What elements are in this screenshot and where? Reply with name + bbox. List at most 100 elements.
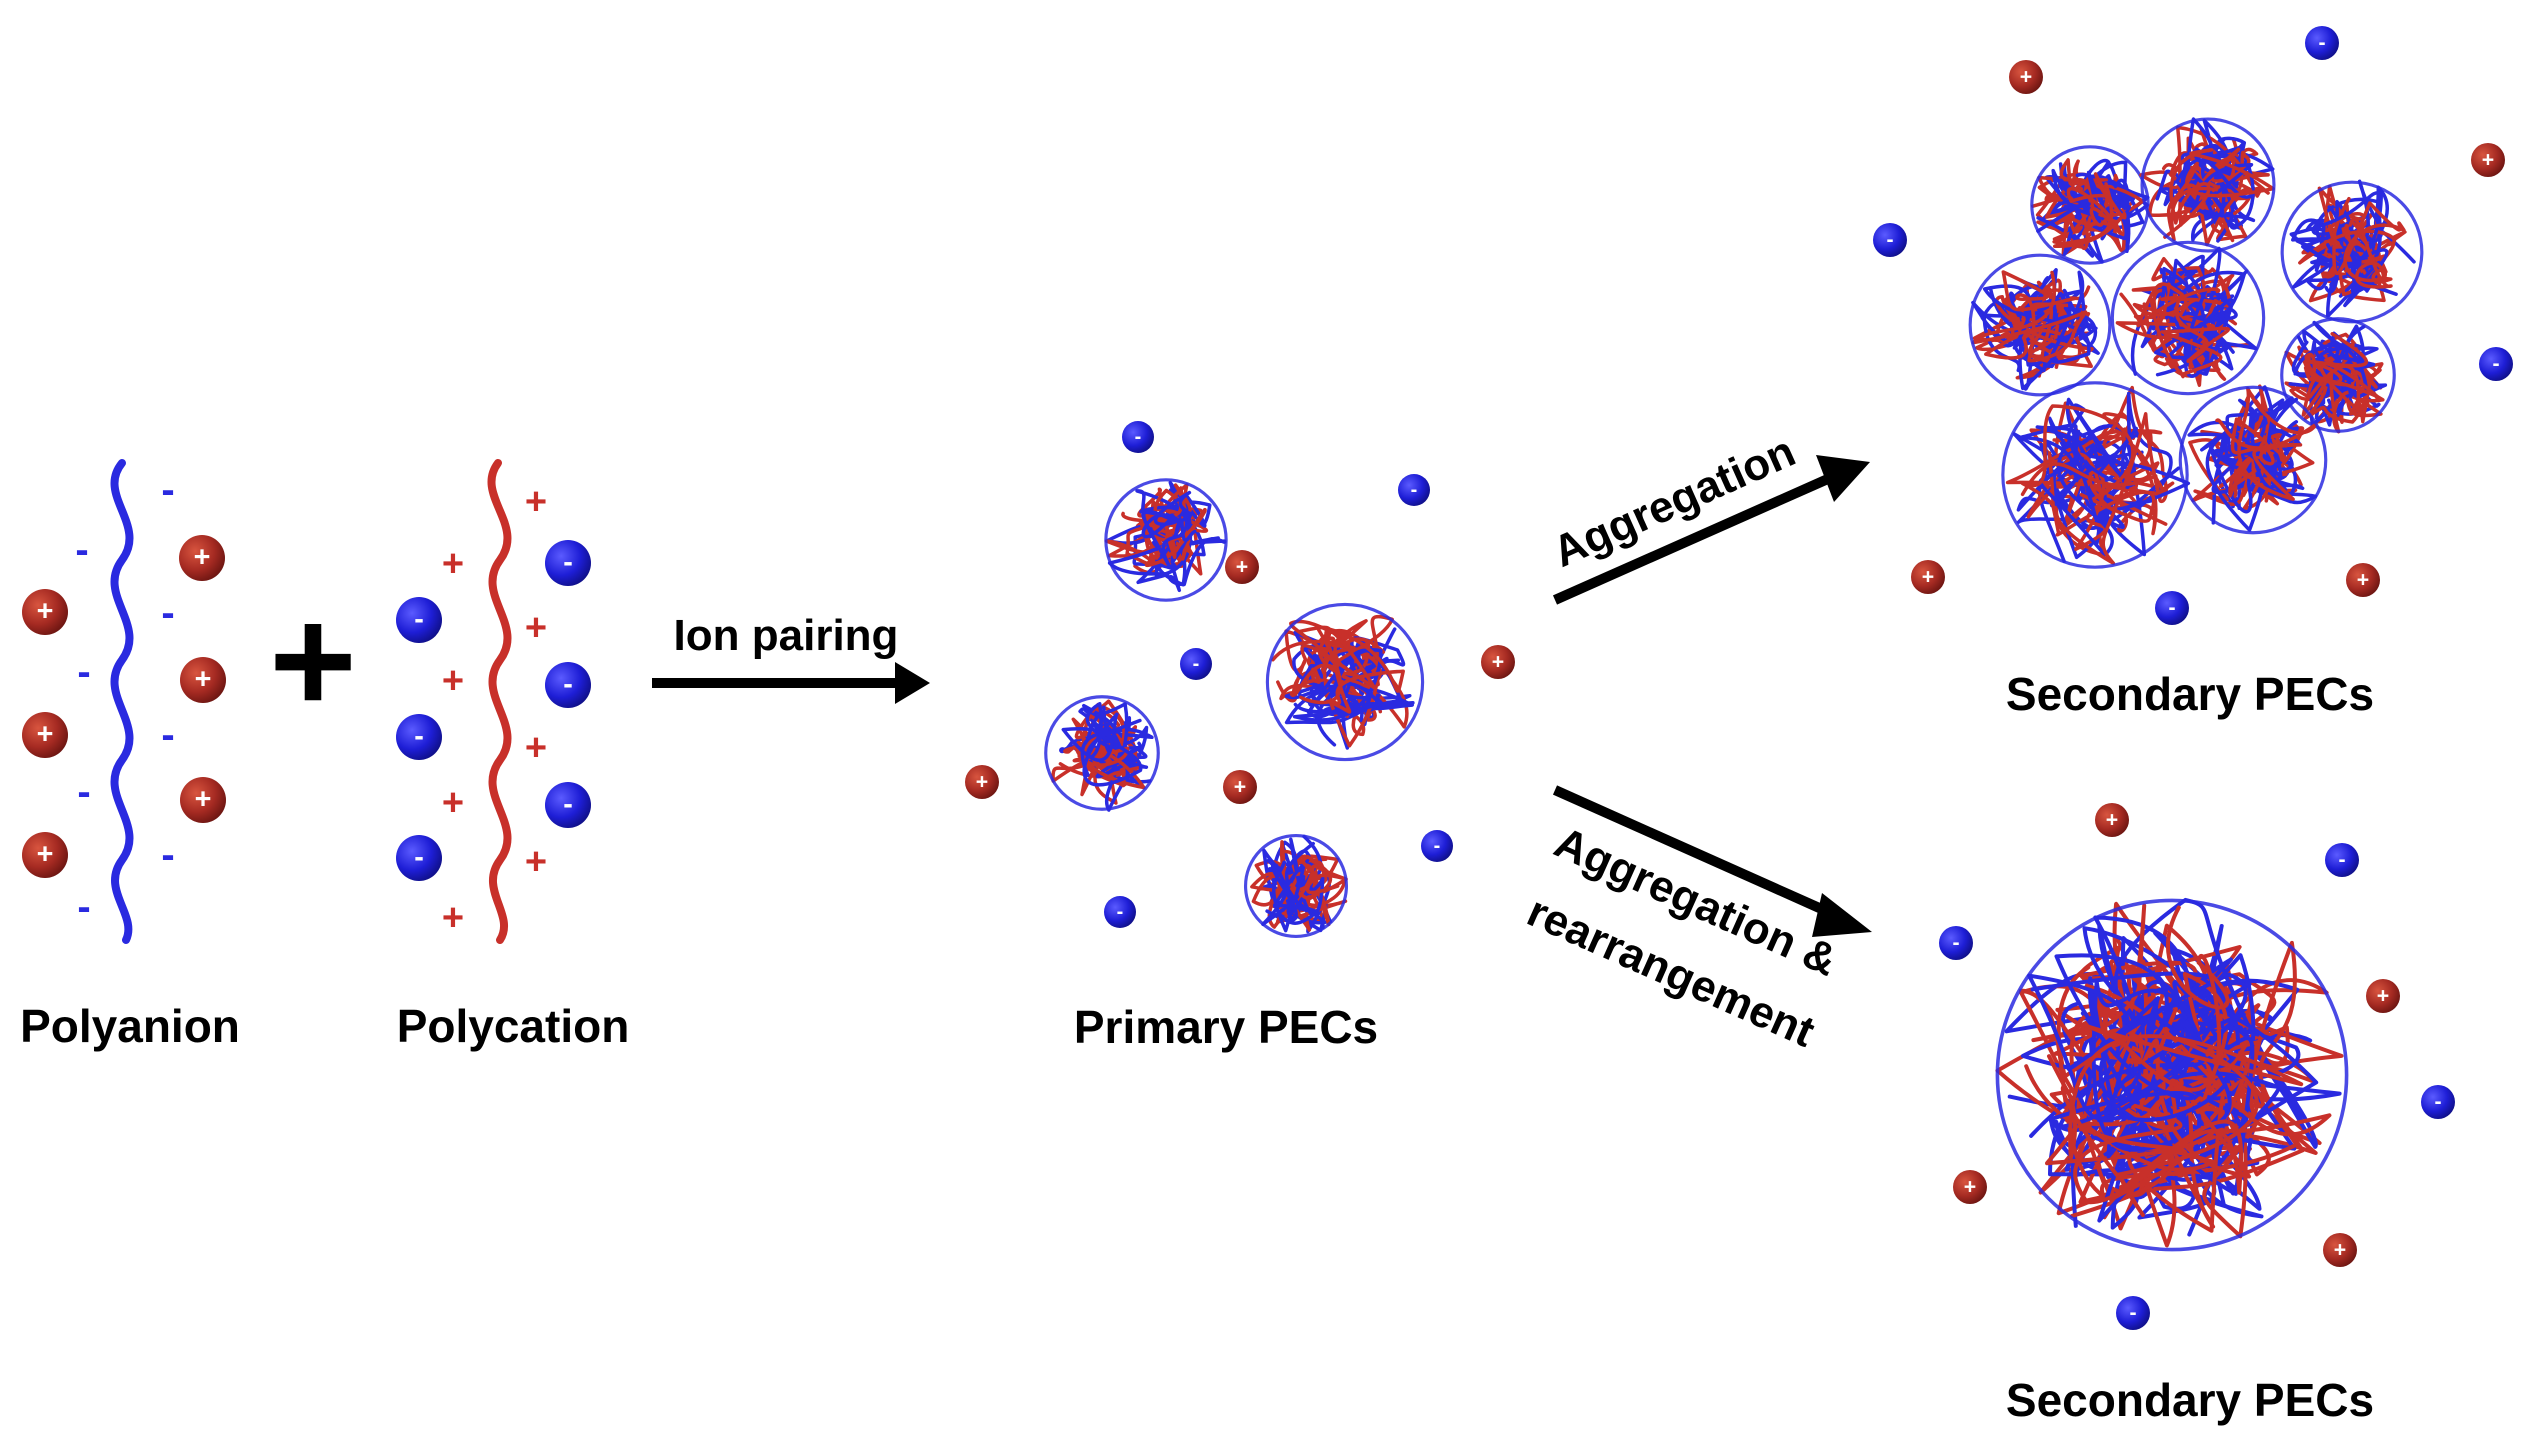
secondary-pecs-aggregate [1968, 117, 2424, 569]
primary-pecs-cluster [1044, 478, 1425, 939]
svg-text:+: + [1492, 649, 1504, 673]
svg-text:-: - [2168, 595, 2175, 619]
cation-ion: + [2095, 803, 2129, 837]
svg-text:-: - [2318, 30, 2325, 54]
pec-coil [1104, 478, 1228, 602]
anion-ion: - [1873, 223, 1907, 257]
plus-charge: + [525, 727, 547, 769]
polycation-group: ++++++++ ------ [396, 459, 591, 944]
minus-charge: - [77, 885, 90, 929]
cation-ion: + [22, 832, 68, 878]
cation-ion: + [180, 657, 226, 703]
primary-pecs-label: Primary PECs [1074, 1001, 1378, 1053]
svg-text:+: + [2020, 64, 2032, 88]
ion-pairing-arrow [652, 662, 930, 704]
anion-ion: - [2116, 1296, 2150, 1330]
svg-text:-: - [1135, 426, 1142, 448]
pec-coil [1243, 833, 1349, 939]
svg-text:+: + [1234, 774, 1246, 798]
cation-ion: + [1223, 770, 1257, 804]
anion-ion: - [2305, 26, 2339, 60]
svg-text:-: - [1952, 930, 1959, 954]
anion-ion: - [1104, 896, 1136, 928]
anion-ion: - [1939, 926, 1973, 960]
cation-ion: + [2346, 563, 2380, 597]
svg-text:-: - [563, 547, 573, 579]
plus-charge: + [525, 481, 547, 523]
pec-coil [2280, 179, 2424, 324]
aggregation-arrow [1552, 455, 1870, 605]
polyanion-label: Polyanion [20, 1000, 240, 1052]
anion-ion: - [396, 835, 442, 881]
minus-charge: - [77, 650, 90, 694]
pec-coil [2139, 117, 2276, 253]
svg-text:-: - [1411, 479, 1418, 501]
plus-charge: + [442, 897, 464, 939]
pec-coil [2110, 240, 2266, 396]
pec-coil [1968, 253, 2112, 397]
plus-charge: + [442, 660, 464, 702]
polycation-label: Polycation [397, 1000, 630, 1052]
svg-text:+: + [1236, 554, 1248, 578]
cation-ion: + [2366, 979, 2400, 1013]
anion-ion: - [1180, 648, 1212, 680]
minus-charge: - [161, 591, 174, 635]
polyanion-group: -------- ++++++ [22, 459, 226, 944]
minus-charge: - [75, 528, 88, 572]
svg-text:-: - [563, 789, 573, 821]
polycation-chain [487, 459, 512, 944]
minus-charge: - [161, 468, 174, 512]
cation-ion: + [2471, 143, 2505, 177]
svg-text:+: + [2482, 147, 2494, 171]
svg-text:-: - [2338, 847, 2345, 871]
cation-ion: + [965, 765, 999, 799]
plus-charge: + [525, 841, 547, 883]
svg-text:-: - [2492, 351, 2499, 375]
plus-charge: + [442, 782, 464, 824]
svg-text:-: - [563, 669, 573, 701]
polycation-charges: ++++++++ [442, 481, 547, 939]
primary-pecs-ions: - - - + + + + - - [965, 421, 1515, 928]
anion-ion: - [1122, 421, 1154, 453]
pec-coil [2280, 317, 2396, 434]
cation-ion: + [1225, 550, 1259, 584]
ion-pairing-label: Ion pairing [674, 611, 899, 660]
svg-text:+: + [2357, 567, 2369, 591]
anion-ion: - [2155, 591, 2189, 625]
secondary-pecs-bottom-ions: +--+-++- [1939, 803, 2455, 1330]
anion-ion: - [396, 597, 442, 643]
anion-ion: - [2479, 347, 2513, 381]
cation-ion: + [1481, 645, 1515, 679]
svg-text:-: - [1117, 901, 1124, 923]
svg-text:-: - [1886, 227, 1893, 251]
svg-text:-: - [414, 842, 424, 874]
anion-ion: - [2421, 1085, 2455, 1119]
pec-coil [2178, 384, 2328, 535]
svg-text:+: + [37, 596, 54, 628]
svg-text:+: + [2334, 1237, 2346, 1261]
pec-coil [2001, 381, 2191, 569]
cation-ion: + [2009, 60, 2043, 94]
svg-text:+: + [2106, 807, 2118, 831]
svg-text:+: + [976, 769, 988, 793]
svg-text:+: + [37, 719, 54, 751]
svg-text:+: + [37, 839, 54, 871]
secondary-pecs-rearranged [1995, 897, 2349, 1252]
svg-text:+: + [195, 784, 212, 816]
svg-text:+: + [2377, 983, 2389, 1007]
anion-ion: - [396, 714, 442, 760]
polyanion-charges: -------- [75, 468, 174, 929]
svg-text:-: - [2434, 1089, 2441, 1113]
cation-ion: + [22, 712, 68, 758]
secondary-pecs-top-label: Secondary PECs [2006, 668, 2374, 720]
cation-ion: + [180, 777, 226, 823]
polyanion-counterions: ++++++ [22, 535, 226, 878]
secondary-pecs-bottom-label: Secondary PECs [2006, 1374, 2374, 1426]
minus-charge: - [161, 833, 174, 877]
svg-text:+: + [195, 664, 212, 696]
anion-ion: - [1421, 830, 1453, 862]
minus-charge: - [77, 770, 90, 814]
anion-ion: - [545, 662, 591, 708]
pec-coil [1044, 695, 1160, 812]
